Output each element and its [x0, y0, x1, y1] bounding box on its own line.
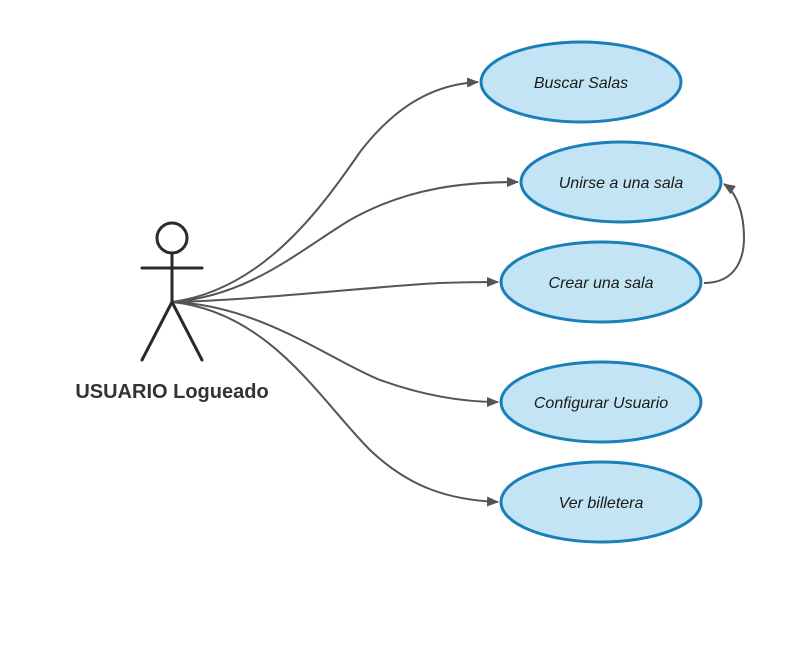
- actor-right-leg: [170, 300, 204, 362]
- use-case-ver-billetera[interactable]: Ver billetera: [499, 460, 703, 544]
- actor[interactable]: USUARIO Logueado: [75, 221, 269, 403]
- use-case-ellipse: [519, 140, 723, 224]
- use-case-label: Configurar Usuario: [534, 395, 668, 412]
- use-case-label: Buscar Salas: [534, 75, 628, 92]
- use-case-label: Crear una sala: [549, 275, 654, 292]
- use-case-ellipse: [499, 360, 703, 444]
- use-case-label: Ver billetera: [559, 495, 644, 512]
- connector-actor-configurar-usuario: [171, 301, 499, 407]
- use-case-label: Unirse a una sala: [559, 175, 684, 192]
- connectors: [171, 77, 746, 507]
- use-case-configurar-usuario[interactable]: Configurar Usuario: [499, 360, 703, 444]
- connector-actor-buscar-salas: [171, 77, 479, 303]
- actor-left-leg: [140, 300, 174, 362]
- use-case-ellipse: [479, 40, 683, 124]
- actor-head-icon: [155, 221, 189, 255]
- connector-actor-crear-sala: [171, 277, 499, 303]
- use-case-ellipse: [499, 240, 703, 324]
- use-case-buscar-salas[interactable]: Buscar Salas: [479, 40, 683, 124]
- connector-actor-ver-billetera: [171, 301, 499, 507]
- use-case-ellipse: [499, 460, 703, 544]
- connector-actor-unirse-sala: [171, 177, 519, 303]
- connector-crear-sala-unirse-sala: [703, 183, 746, 284]
- use-case-crear-sala[interactable]: Crear una sala: [499, 240, 703, 324]
- actor-name: USUARIO Logueado: [75, 381, 268, 403]
- use-case-unirse-sala[interactable]: Unirse a una sala: [519, 140, 723, 224]
